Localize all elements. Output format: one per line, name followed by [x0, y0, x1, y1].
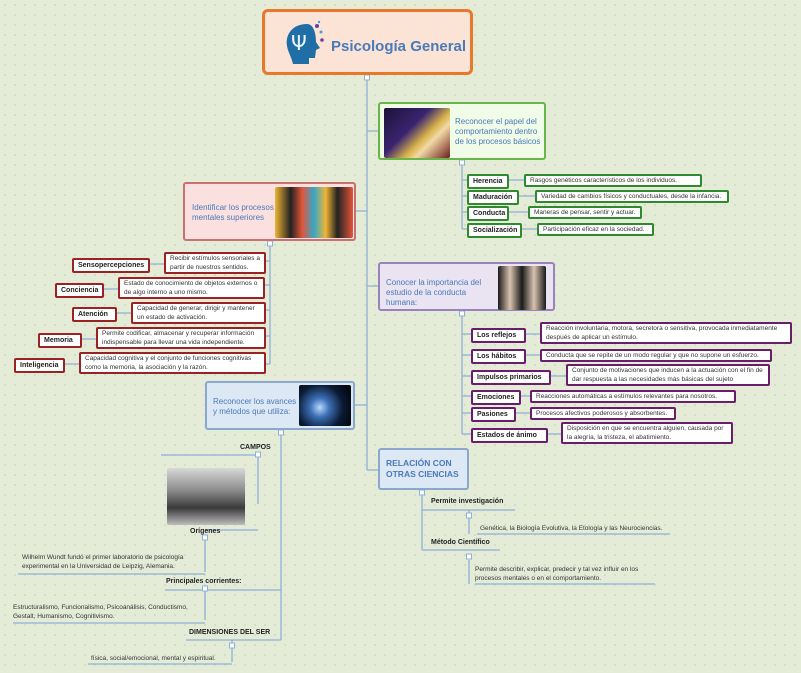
metodo-label[interactable]: Método Científico — [431, 539, 490, 546]
dimensiones-label[interactable]: DIMENSIONES DEL SER — [189, 629, 271, 636]
branch-avances-metodos[interactable]: Reconocer los avances y métodos que util… — [205, 381, 355, 430]
item-estados-animo[interactable]: Estados de ánimo — [471, 428, 548, 443]
svg-text:Ψ: Ψ — [291, 31, 307, 55]
branch-label: RELACIÓN CON OTRAS CIENCIAS — [386, 458, 459, 479]
branch-conducta-humana[interactable]: Conocer la importancia del estudio de la… — [378, 262, 555, 311]
item-reflejos[interactable]: Los reflejos — [471, 328, 526, 343]
branch-procesos-basicos[interactable]: Reconocer el papel del comportamiento de… — [378, 102, 546, 160]
investigacion-label[interactable]: Permite investigación — [431, 498, 504, 505]
desc-reflejos: Reacción involuntaria, motora, secretora… — [540, 322, 792, 344]
desc-estados-animo: Disposición en que se encuentra alguien,… — [561, 422, 733, 444]
desc-memoria: Permite codificar, almacenar y recuperar… — [96, 327, 266, 349]
woman-thinking-image — [384, 108, 450, 158]
item-maduracion[interactable]: Maduración — [467, 190, 519, 205]
item-impulsos-primarios[interactable]: Impulsos primarios — [471, 370, 551, 385]
desc-conducta: Maneras de pensar, sentir y actuar. — [528, 206, 642, 219]
campos-label[interactable]: CAMPOS — [240, 444, 271, 451]
origenes-desc: Wilhelm Wundt fundó el primer laboratori… — [22, 554, 184, 570]
origenes-label[interactable]: Orígenes — [190, 528, 221, 535]
desc-sensopercepciones: Recibir estímulos sensoriales a partir d… — [164, 252, 266, 274]
heads-puzzle-image — [275, 187, 353, 238]
corrientes-label[interactable]: Principales corrientes: — [166, 578, 242, 585]
item-atencion[interactable]: Atención — [72, 307, 117, 322]
branch-label: Reconocer los avances y métodos que util… — [213, 397, 297, 416]
desc-impulsos-primarios: Conjunto de motivaciones que inducen a l… — [566, 364, 770, 386]
item-socializacion[interactable]: Socialización — [467, 223, 522, 238]
branch-label: Conocer la importancia del estudio de la… — [386, 278, 482, 307]
central-topic[interactable]: Ψ Psicología General — [262, 9, 473, 75]
desc-atencion: Capacidad de generar, dirigir y mantener… — [131, 302, 266, 324]
item-sensopercepciones[interactable]: Sensopercepciones — [72, 258, 150, 273]
corrientes-desc: Estructuralismo, Funcionalismo, Psicoaná… — [13, 604, 188, 620]
investigacion-desc: Genética, la Biología Evolutiva, la Etol… — [480, 525, 663, 532]
wundt-lab-photo — [167, 468, 245, 525]
desc-habitos: Conducta que se repite de un modo regula… — [540, 349, 772, 362]
item-pasiones[interactable]: Pasiones — [471, 407, 516, 422]
item-inteligencia[interactable]: Inteligencia — [14, 358, 65, 373]
item-herencia[interactable]: Herencia — [467, 174, 509, 189]
desc-emociones: Reacciones automáticas a estímulos relev… — [530, 390, 736, 403]
dimensiones-desc: física, social/emocional, mental y espir… — [91, 655, 216, 662]
item-memoria[interactable]: Memoria — [38, 333, 82, 348]
faces-expression-image — [498, 266, 546, 310]
psychology-head-logo: Ψ — [286, 20, 324, 64]
desc-pasiones: Procesos afectivos poderosos y absorbent… — [530, 407, 676, 420]
digital-head-image — [299, 385, 351, 426]
item-conciencia[interactable]: Conciencia — [55, 283, 104, 298]
desc-maduracion: Variedad de cambios físicos y conductual… — [535, 190, 729, 203]
desc-herencia: Rasgos genéticos característicos de los … — [524, 174, 702, 187]
central-title: Psicología General — [331, 38, 467, 55]
desc-conciencia: Estado de conocimiento de objetos extern… — [118, 277, 265, 299]
branch-relacion-ciencias[interactable]: RELACIÓN CON OTRAS CIENCIAS — [378, 448, 469, 490]
desc-inteligencia: Capacidad cognitiva y el conjunto de fun… — [79, 352, 266, 374]
branch-label: Reconocer el papel del comportamiento de… — [455, 117, 541, 146]
branch-procesos-superiores[interactable]: Identificar los procesos mentales superi… — [183, 182, 356, 241]
branch-label: Identificar los procesos mentales superi… — [192, 203, 274, 222]
item-habitos[interactable]: Los hábitos — [471, 349, 526, 364]
metodo-desc: Permite describir, explicar, predecir y … — [475, 566, 639, 582]
desc-socializacion: Participación eficaz en la sociedad. — [537, 223, 654, 236]
item-emociones[interactable]: Emociones — [471, 390, 521, 405]
item-conducta[interactable]: Conducta — [467, 206, 509, 221]
